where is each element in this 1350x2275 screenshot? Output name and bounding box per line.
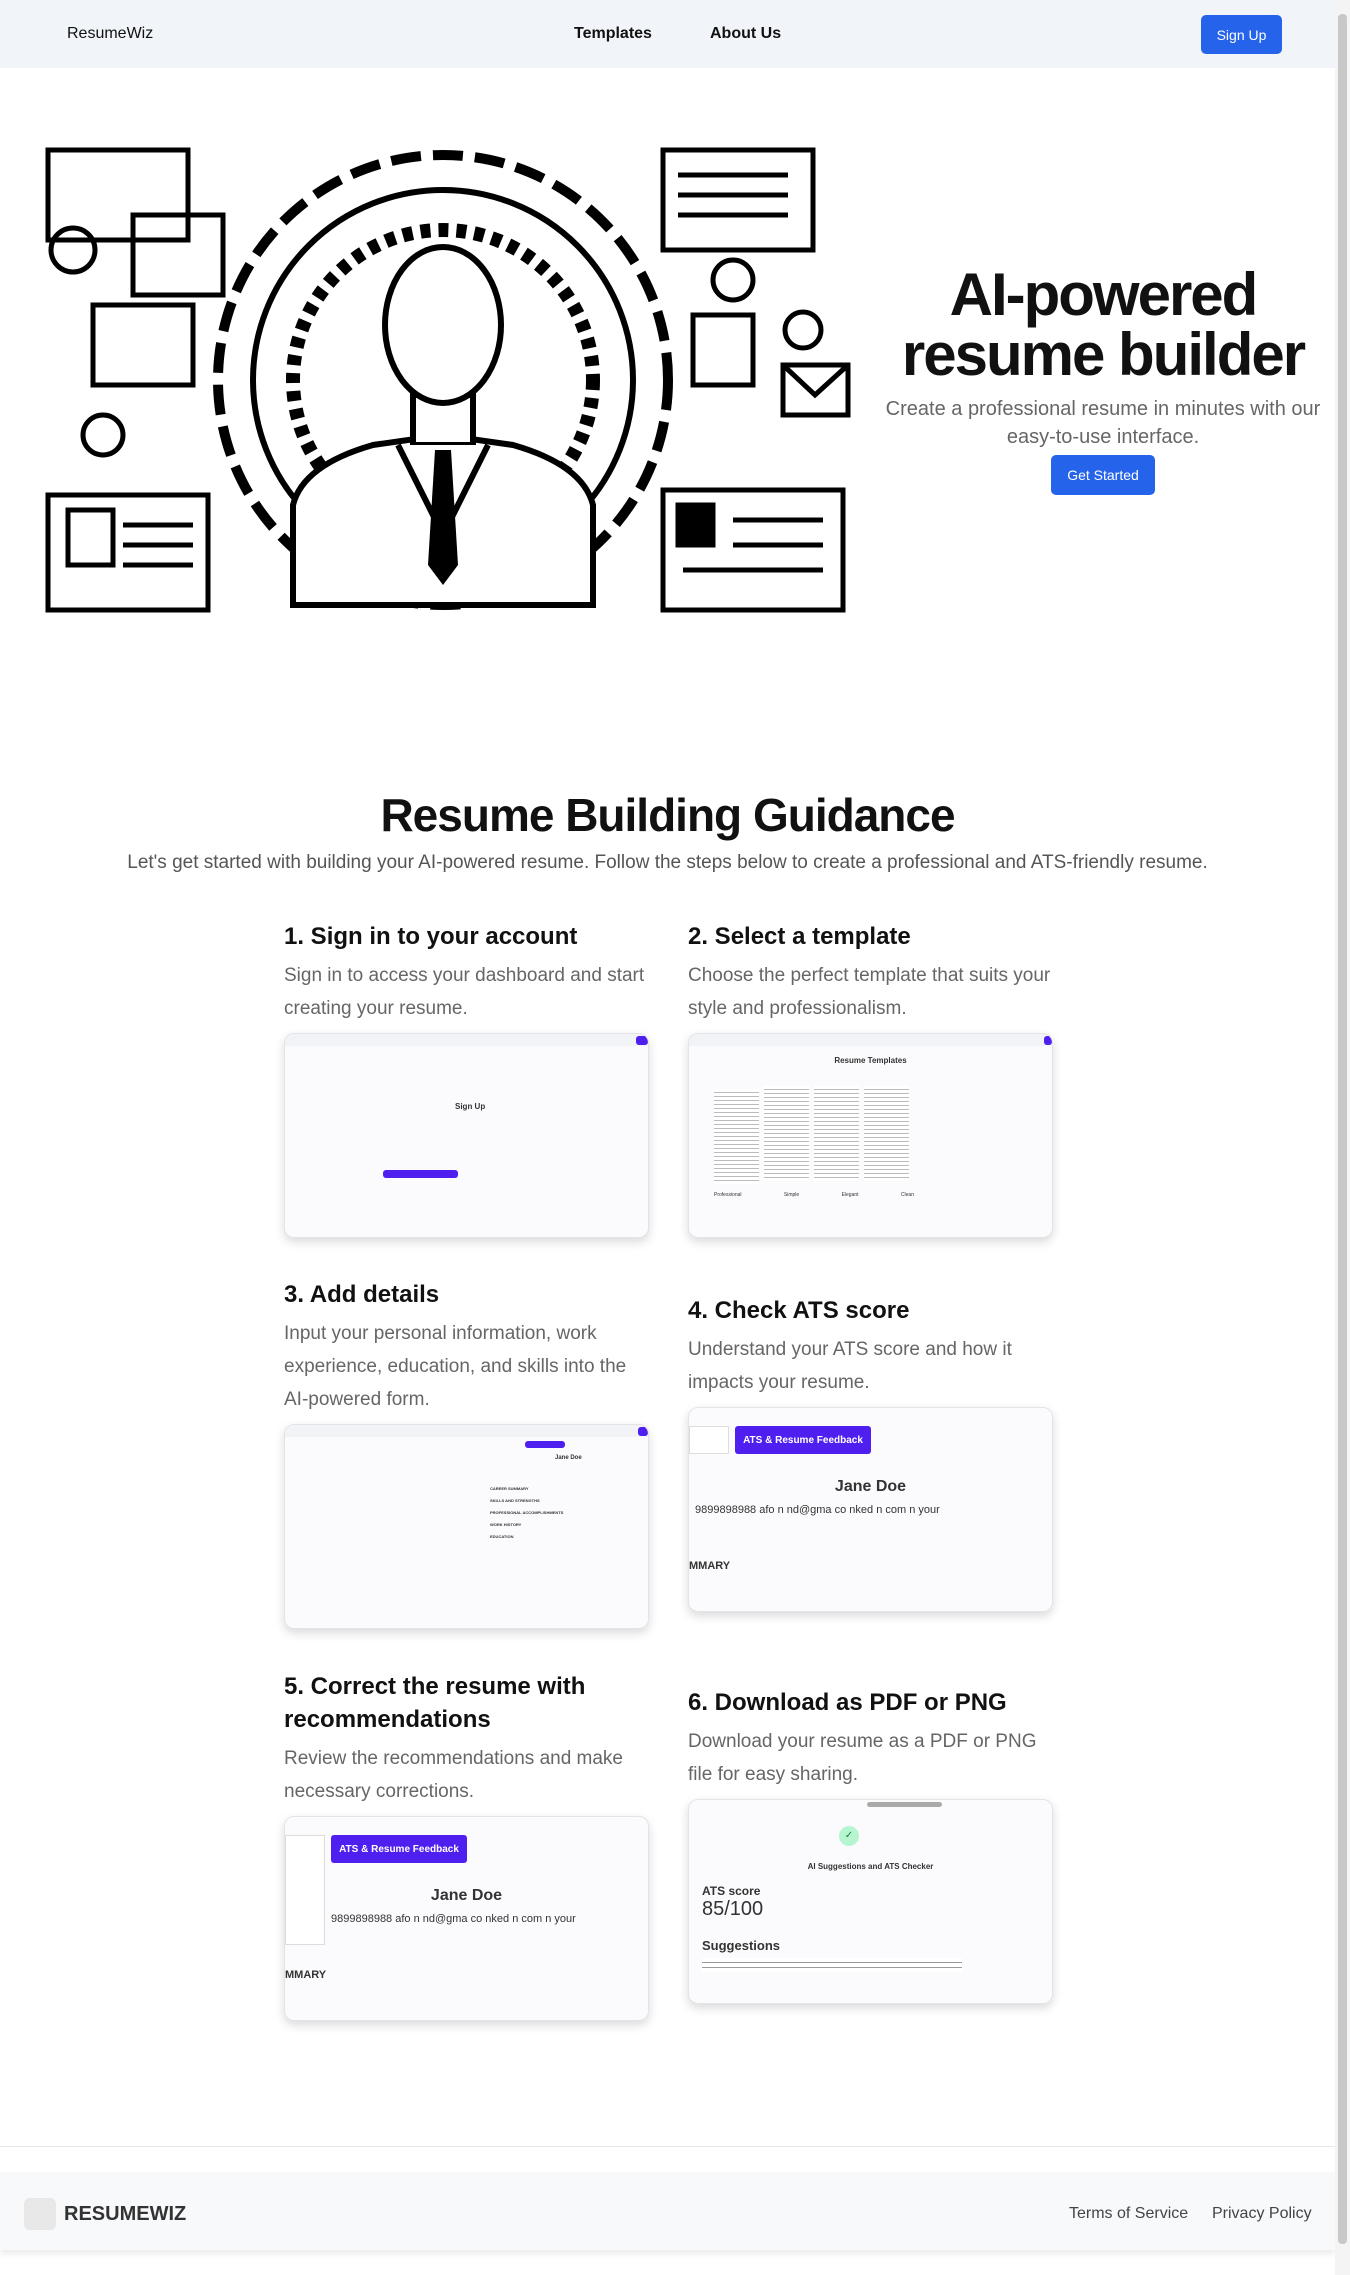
recommendations-screenshot: ATS & Resume Feedback Jane Doe 989989898… bbox=[284, 1816, 649, 2021]
step-description: Input your personal information, work ex… bbox=[284, 1323, 627, 1410]
logo[interactable]: ResumeWiz bbox=[67, 25, 154, 42]
checker-title: AI Suggestions and ATS Checker bbox=[807, 1862, 934, 1871]
step-description: Download your resume as a PDF or PNG fil… bbox=[688, 1731, 1037, 1785]
step-description: Choose the perfect template that suits y… bbox=[688, 965, 1051, 1019]
resume-section: PROFESSIONAL ACCOMPLISHMENTS bbox=[490, 1510, 564, 1515]
template-name: Clean bbox=[900, 1192, 914, 1198]
resume-section: CAREER SUMMARY bbox=[490, 1486, 529, 1491]
step-6: 6. Download as PDF or PNG Download your … bbox=[688, 1686, 1053, 2004]
hero-subtitle: Create a professional resume in minutes … bbox=[885, 398, 1321, 448]
step-title: 1. Sign in to your account bbox=[284, 923, 578, 950]
nav-templates[interactable]: Templates bbox=[574, 25, 652, 42]
step-1: 1. Sign in to your account Sign in to ac… bbox=[284, 920, 649, 1238]
resume-summary-heading: MMARY bbox=[689, 1560, 731, 1572]
step-title: 4. Check ATS score bbox=[688, 1297, 910, 1324]
top-navbar: ResumeWiz Templates About Us Sign Up bbox=[0, 0, 1335, 68]
resume-section: WORK HISTORY bbox=[490, 1522, 522, 1527]
template-name: Elegant bbox=[841, 1192, 859, 1198]
step-2: 2. Select a template Choose the perfect … bbox=[688, 920, 1053, 1238]
step-title: 6. Download as PDF or PNG bbox=[688, 1689, 1007, 1716]
details-screenshot: Jane Doe CAREER SUMMARY SKILLS AND STREN… bbox=[284, 1424, 649, 1629]
shot-heading: Resume Templates bbox=[834, 1056, 907, 1065]
guidance-subtitle: Let's get started with building your AI-… bbox=[127, 852, 1208, 873]
resume-name: Jane Doe bbox=[430, 1887, 503, 1904]
step-description: Sign in to access your dashboard and sta… bbox=[284, 965, 645, 1019]
scrollbar[interactable] bbox=[1335, 0, 1350, 2275]
ats-label: ATS score bbox=[702, 1884, 761, 1898]
ats-feedback-button: ATS & Resume Feedback bbox=[331, 1835, 467, 1863]
resume-name: Jane Doe bbox=[834, 1478, 907, 1495]
check-icon: ✓ bbox=[839, 1826, 859, 1846]
resume-section: SKILLS AND STRENGTHS bbox=[490, 1498, 540, 1503]
resume-summary-heading: MMARY bbox=[285, 1969, 327, 1981]
guidance-title: Resume Building Guidance bbox=[380, 789, 955, 841]
hero-title-line1: AI-powered bbox=[949, 261, 1259, 328]
hero-text: AI-powered resume builder Create a profe… bbox=[885, 265, 1321, 495]
nav-about-us[interactable]: About Us bbox=[710, 25, 782, 42]
shot-heading: Sign Up bbox=[455, 1102, 486, 1111]
download-screenshot: ✓ AI Suggestions and ATS Checker ATS sco… bbox=[688, 1799, 1053, 2004]
step-title: 2. Select a template bbox=[688, 923, 911, 950]
resume-contact: 9899898988 afo n nd@gma co nked n com n … bbox=[331, 1913, 576, 1925]
step-title: 5. Correct the resume with recommendatio… bbox=[284, 1673, 586, 1733]
ats-screenshot: ATS & Resume Feedback Jane Doe 989989898… bbox=[688, 1407, 1053, 1612]
footer-divider bbox=[0, 2146, 1335, 2147]
step-4: 4. Check ATS score Understand your ATS s… bbox=[688, 1294, 1053, 1612]
step-description: Understand your ATS score and how it imp… bbox=[688, 1339, 1012, 1393]
ats-feedback-button: ATS & Resume Feedback bbox=[735, 1426, 871, 1454]
privacy-policy-link[interactable]: Privacy Policy bbox=[1212, 2205, 1312, 2222]
step-5: 5. Correct the resume with recommendatio… bbox=[284, 1670, 649, 2021]
terms-of-service-link[interactable]: Terms of Service bbox=[1069, 2205, 1189, 2222]
resume-section: EDUCATION bbox=[490, 1534, 514, 1539]
hero-illustration bbox=[43, 145, 858, 615]
footer: RESUMEWIZ Terms of Service Privacy Polic… bbox=[0, 2172, 1335, 2250]
step-description: Review the recommendations and make nece… bbox=[284, 1748, 624, 1802]
step-3: 3. Add details Input your personal infor… bbox=[284, 1278, 649, 1629]
step-title: 3. Add details bbox=[284, 1281, 440, 1308]
signup-screenshot: Sign Up bbox=[284, 1033, 649, 1238]
templates-screenshot: Resume Templates Professional Simple Ele… bbox=[688, 1033, 1053, 1238]
ats-score: 85/100 bbox=[702, 1898, 764, 1920]
sign-up-button[interactable]: Sign Up bbox=[1201, 15, 1282, 54]
hero-title-line2: resume builder bbox=[901, 321, 1306, 388]
resume-contact: 9899898988 afo n nd@gma co nked n com n … bbox=[695, 1504, 940, 1516]
template-name: Professional bbox=[714, 1192, 742, 1198]
footer-logo[interactable]: RESUMEWIZ bbox=[64, 2203, 187, 2225]
template-name: Simple bbox=[783, 1192, 800, 1198]
resume-name: Jane Doe bbox=[555, 1455, 582, 1461]
footer-logo-icon bbox=[24, 2198, 56, 2230]
scrollbar-thumb[interactable] bbox=[1338, 14, 1347, 2244]
get-started-button[interactable]: Get Started bbox=[1051, 455, 1155, 495]
suggestions-heading: Suggestions bbox=[702, 1938, 781, 1953]
